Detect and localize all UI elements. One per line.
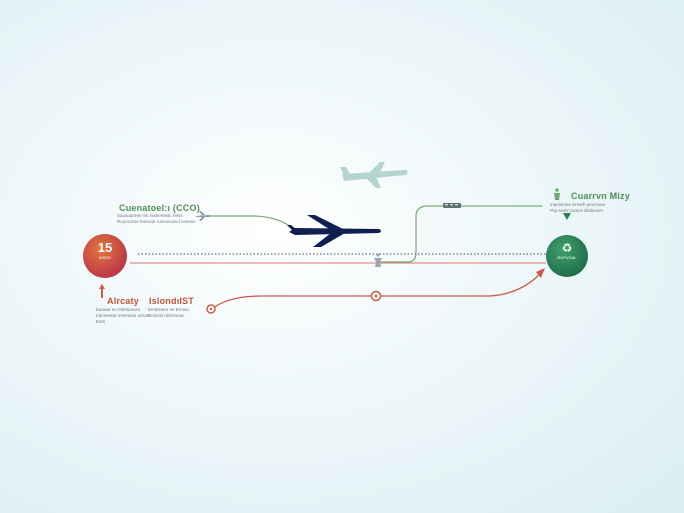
small-plane-icon xyxy=(196,211,211,221)
top-right-title: Cuarrvn Mizy xyxy=(571,191,630,201)
red-arrowhead xyxy=(536,268,545,278)
person-icon xyxy=(374,253,382,267)
green-path-left xyxy=(200,215,296,231)
destination-glyph: ♻ xyxy=(561,241,573,255)
arrow-down-icon xyxy=(563,213,571,220)
top-left-title: Cuenatoel:ı (CCO) xyxy=(119,203,200,213)
red-marker-start-dot xyxy=(209,307,213,311)
destination-node-label: ♻ RUPVGAL xyxy=(548,241,586,261)
destination-sub: RUPVGAL xyxy=(557,255,577,260)
bottom-mid-line2: Dosnmn tilsinseac xyxy=(148,313,185,318)
top-left-line1: Sauxoarmle mn rsseemeal, hess xyxy=(117,213,183,218)
green-path-right xyxy=(380,205,542,263)
origin-glyph: 15 xyxy=(97,240,113,255)
ghost-airplane-icon xyxy=(340,162,408,188)
destination-node[interactable] xyxy=(546,235,588,277)
pin-icon xyxy=(99,284,105,298)
bottom-left-line2: Iranmeear omenens ansoe xyxy=(96,313,150,318)
bottom-mid-line1: Emelsemr en Ermao xyxy=(148,307,190,312)
bottom-left-line1: Eaoaar eo ntsrtuceom xyxy=(96,307,141,312)
origin-sub: WSEG xyxy=(98,255,112,260)
bottom-mid-title: IslondıIST xyxy=(149,296,195,306)
red-marker-mid-dot xyxy=(374,294,378,298)
airplane-icon xyxy=(287,215,381,247)
person-icon-right xyxy=(554,188,560,200)
train-icon xyxy=(443,203,461,208)
top-right-line1: Inauiomee Ermeh peomoos xyxy=(550,202,606,207)
top-right-line2: Pvp Ievnl cumes Elaloone! xyxy=(550,208,604,213)
top-left-line2: Ruoocome lnecsoe ruvrseooscl nsnene xyxy=(117,219,196,224)
origin-node[interactable] xyxy=(83,234,127,278)
origin-node-label: 15 WSEG xyxy=(88,241,122,261)
bottom-left-title: Alrcaty xyxy=(107,296,139,306)
bottom-left-line3: Eam xyxy=(96,319,106,324)
